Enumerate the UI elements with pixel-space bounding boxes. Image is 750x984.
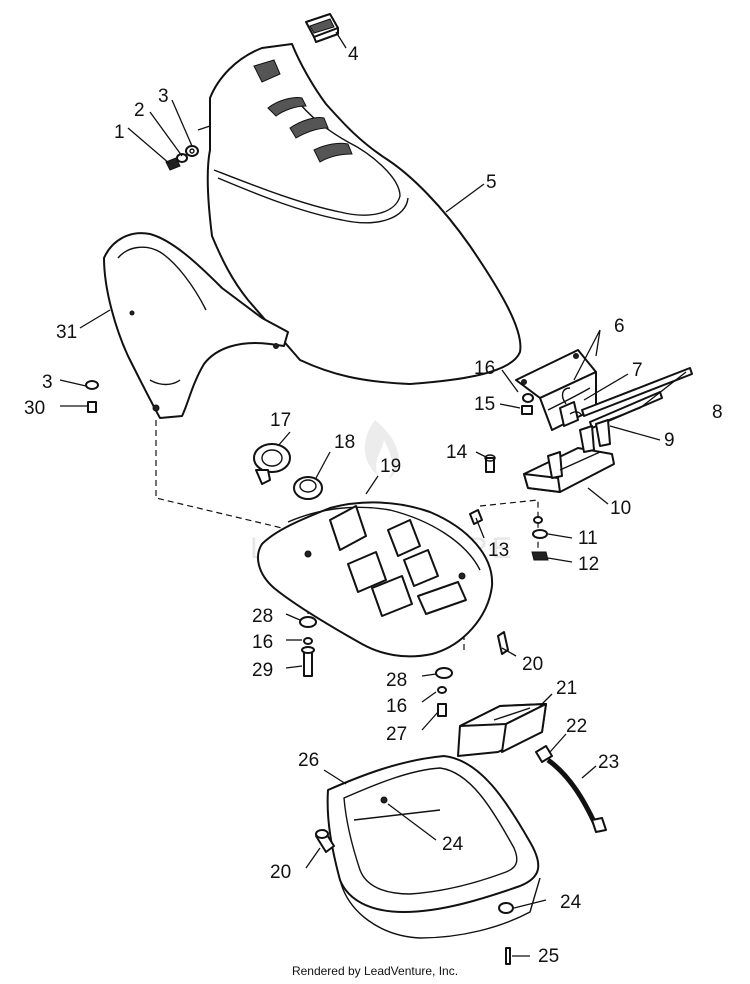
callout-24-lower: 24 <box>560 892 582 913</box>
part-4-cap <box>305 13 339 43</box>
credit-text: Rendered by LeadVenture, Inc. <box>291 964 459 978</box>
callout-20-upper: 20 <box>522 654 543 675</box>
callout-6: 6 <box>614 316 625 337</box>
callout-16-left: 16 <box>252 632 273 653</box>
callout-28-left: 28 <box>252 606 273 627</box>
callout-23: 23 <box>598 752 619 773</box>
callout-25: 25 <box>538 946 559 967</box>
callout-18: 18 <box>334 432 355 453</box>
callout-26: 26 <box>298 750 319 771</box>
callout-27: 27 <box>386 724 407 745</box>
callout-21: 21 <box>556 678 577 699</box>
parts-6-7-latch <box>515 349 597 431</box>
part-20-clip-upper <box>497 631 509 655</box>
callout-14: 14 <box>446 442 468 463</box>
callout-24-upper: 24 <box>442 834 464 855</box>
callout-22: 22 <box>566 716 587 737</box>
leader-lines <box>59 31 687 957</box>
parts-15-16-screw <box>521 393 534 415</box>
part-5-seat <box>206 43 522 385</box>
assembly-line-bracket <box>155 420 283 529</box>
part-26-tray <box>326 755 541 939</box>
callout-7: 7 <box>632 360 643 381</box>
callout-3: 3 <box>158 86 169 107</box>
part-20-clip-lower <box>315 829 335 853</box>
part-31-bracket <box>103 232 289 419</box>
callout-12: 12 <box>578 554 599 575</box>
callout-labels: 1 2 3 4 5 31 3 30 6 7 8 9 16 15 14 10 13… <box>24 44 723 967</box>
callout-15: 15 <box>474 394 495 415</box>
callout-5: 5 <box>486 172 497 193</box>
callout-30: 30 <box>24 398 45 419</box>
callout-20-lower: 20 <box>270 862 291 883</box>
callout-10: 10 <box>610 498 631 519</box>
callout-16-right: 16 <box>386 696 407 717</box>
callout-29: 29 <box>252 660 273 681</box>
callout-17: 17 <box>270 410 291 431</box>
callout-9: 9 <box>664 430 675 451</box>
parts-28-16-29-left <box>299 616 317 677</box>
parts-28-16-27-right <box>435 667 453 717</box>
callout-8: 8 <box>712 402 723 423</box>
parts-11-12-13-14-fasteners <box>469 454 549 561</box>
callout-31: 31 <box>56 322 77 343</box>
callout-3-lower: 3 <box>42 372 53 393</box>
parts-1-2-3-fasteners <box>165 145 199 171</box>
parts-22-23-hose <box>535 745 607 833</box>
callout-19: 19 <box>380 456 401 477</box>
callout-2: 2 <box>134 100 145 121</box>
callout-16-upper: 16 <box>474 358 495 379</box>
callout-13: 13 <box>488 540 509 561</box>
parts-17-18-rings <box>253 443 323 500</box>
part-25-screw <box>505 947 511 965</box>
part-19-console <box>257 501 494 658</box>
callout-1: 1 <box>114 122 125 143</box>
callout-11: 11 <box>578 528 598 549</box>
part-21-box <box>457 703 547 757</box>
callout-28-right: 28 <box>386 670 407 691</box>
parts-3-30-fasteners <box>85 380 99 413</box>
callout-4: 4 <box>348 44 359 65</box>
part-10-latch-housing <box>523 419 615 493</box>
